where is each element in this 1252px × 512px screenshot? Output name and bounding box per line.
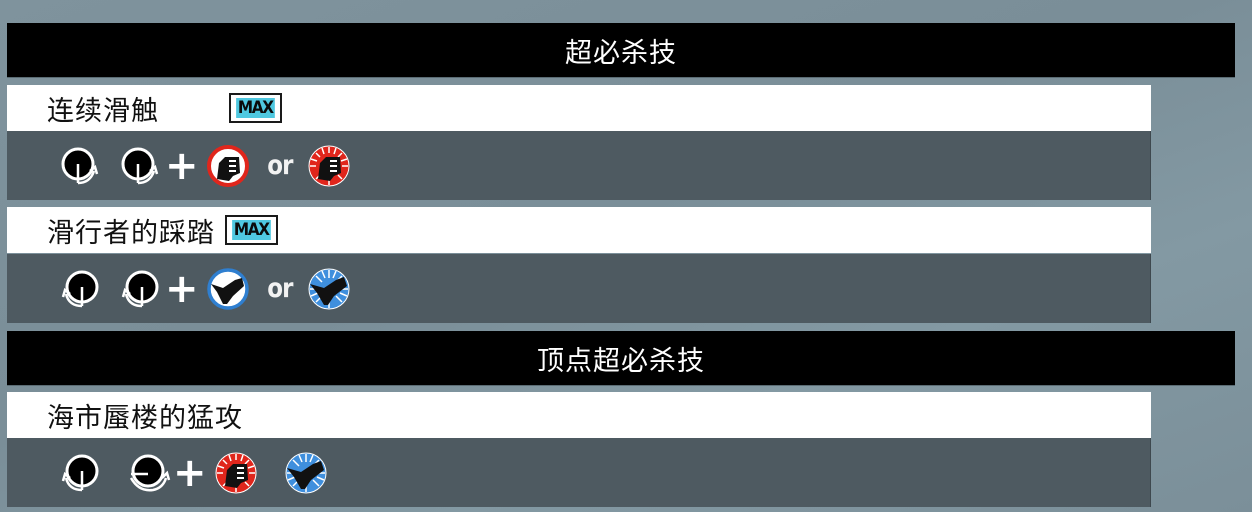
move-name: 海市蜃楼的猛攻 xyxy=(47,402,243,434)
move-name: 滑行者的踩踏 xyxy=(47,217,215,249)
or-connector: or xyxy=(266,150,293,181)
max-badge: MAX xyxy=(225,215,278,245)
move-name-row: 连续滑触 MAX xyxy=(7,85,1151,131)
move-input-row: + xyxy=(7,438,1151,507)
section-title: 顶点超必杀技 xyxy=(537,345,705,377)
stick-rotate-counterclockwise-icon xyxy=(117,266,163,312)
stick-rotate-clockwise-icon xyxy=(57,143,103,189)
stick-rotate-clockwise-icon xyxy=(117,143,163,189)
stick-rotate-counterclockwise-icon xyxy=(57,450,103,496)
or-connector: or xyxy=(266,273,293,304)
stick-rotate-counterclockwise-icon xyxy=(57,266,103,312)
section-title: 超必杀技 xyxy=(565,37,677,69)
move-name-row: 滑行者的踩踏 MAX xyxy=(7,207,1151,253)
kick-max-button-icon xyxy=(306,266,352,312)
punch-max-button-icon xyxy=(213,450,259,496)
kick-button-icon xyxy=(205,266,251,312)
plus-connector: + xyxy=(173,449,207,496)
plus-connector: + xyxy=(165,142,199,189)
plus-connector: + xyxy=(165,265,199,312)
stick-rotate-horizontal-icon xyxy=(125,450,171,496)
punch-button-icon xyxy=(205,143,251,189)
move-input-row: + or xyxy=(7,254,1151,323)
move-name-row: 海市蜃楼的猛攻 xyxy=(7,392,1151,438)
move-input-row: + or xyxy=(7,131,1151,200)
move-name: 连续滑触 xyxy=(47,95,159,127)
section-header-super-special: 超必杀技 xyxy=(7,23,1235,77)
section-header-climax-super-special: 顶点超必杀技 xyxy=(7,331,1235,385)
kick-max-button-icon xyxy=(283,450,329,496)
max-badge: MAX xyxy=(229,93,282,123)
punch-max-button-icon xyxy=(306,143,352,189)
